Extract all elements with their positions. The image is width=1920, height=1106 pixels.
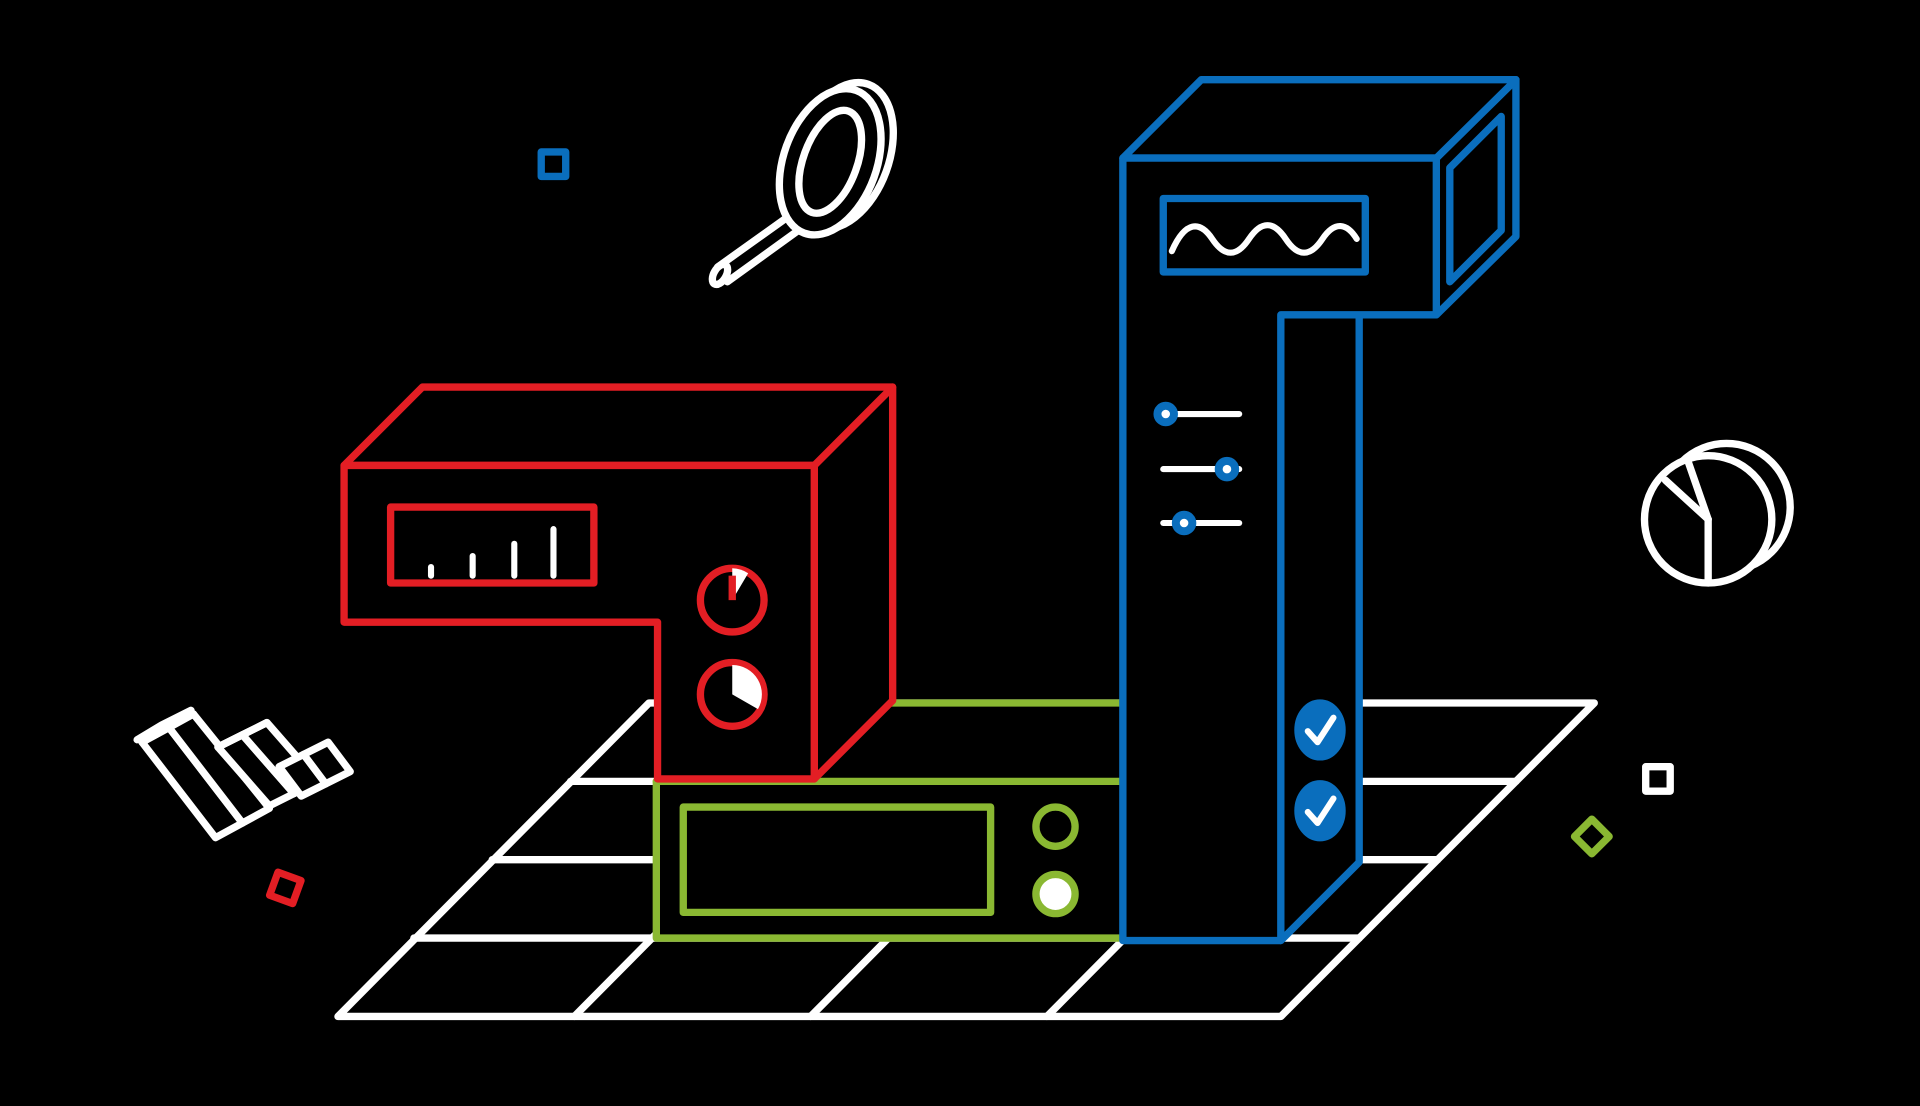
timer-icon	[696, 564, 768, 636]
waveform-icon	[1168, 222, 1360, 256]
checkmark-badge-icon	[1294, 699, 1346, 761]
white-square-icon	[1642, 763, 1674, 795]
slider-icon	[1160, 456, 1243, 482]
red-module	[340, 383, 897, 783]
magnifier-icon	[708, 78, 897, 289]
decorative-squares	[265, 148, 1674, 908]
red-square-icon	[265, 868, 305, 908]
green-indicator-filled	[1032, 870, 1079, 918]
checkmark-badge-icon	[1294, 780, 1346, 842]
red-bar-display	[386, 503, 598, 587]
green-square-icon	[1570, 815, 1613, 858]
bar-chart-3d-icon	[133, 706, 354, 842]
slider-icon	[1160, 510, 1243, 536]
blue-module	[1119, 76, 1520, 945]
green-indicator-ring	[1032, 803, 1079, 850]
red-bar-lines	[427, 526, 557, 579]
pie-chart-icon	[1640, 439, 1794, 587]
waveform-display	[1159, 194, 1369, 276]
green-display-panel	[679, 803, 995, 917]
slider-icon	[1153, 401, 1243, 427]
timer-icon	[696, 658, 768, 730]
blue-square-icon	[537, 148, 570, 181]
